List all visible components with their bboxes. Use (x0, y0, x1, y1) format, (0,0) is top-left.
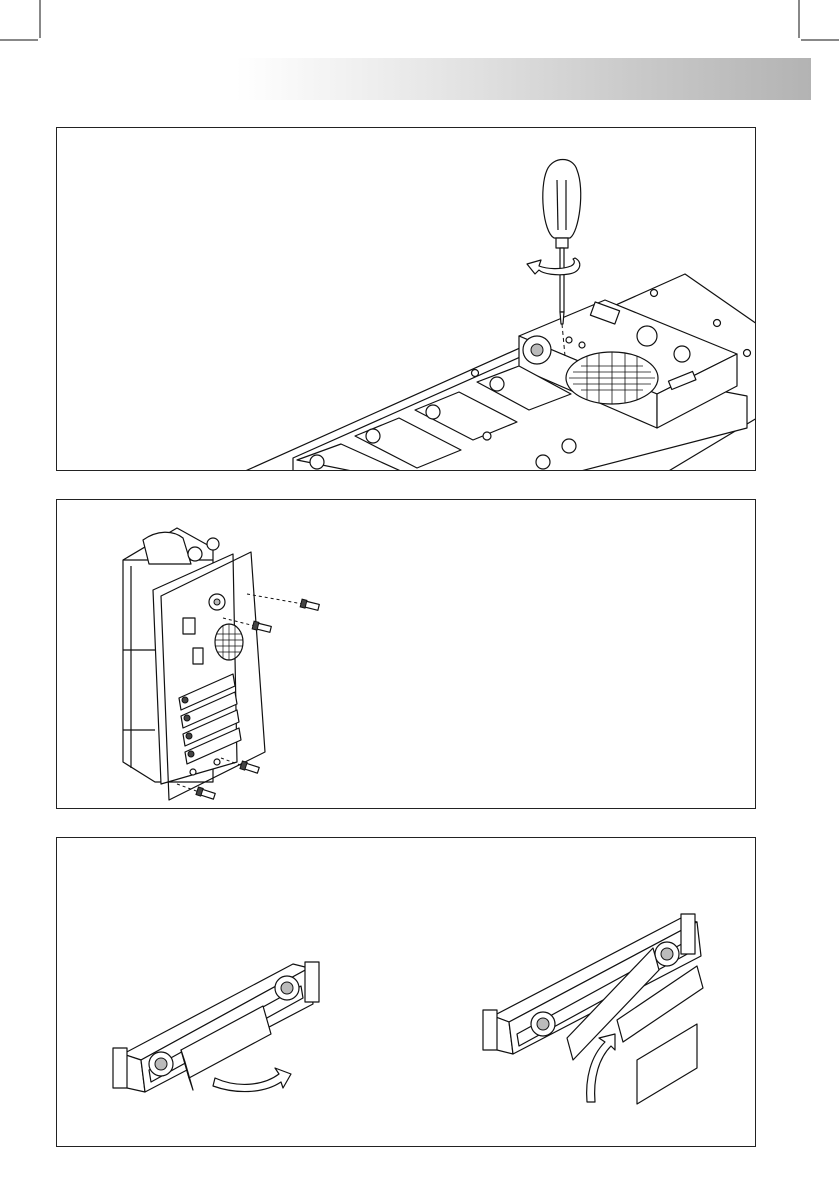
curved-arrow-icon (213, 1068, 291, 1092)
figure-3-panel (56, 837, 756, 1147)
screwdriver-shaft (560, 248, 564, 312)
screwdriver-ferrule (556, 238, 568, 248)
figure-1-illustration (57, 128, 756, 471)
figure-2-illustration (57, 500, 756, 809)
crop-mark-top-right (779, 0, 839, 60)
end-clip (113, 1048, 127, 1088)
screw-icon (247, 594, 320, 611)
header-gradient-bar (236, 58, 811, 100)
rotate-arrow-icon (527, 258, 580, 275)
figure-2-panel (56, 499, 756, 809)
end-clip (483, 1010, 497, 1050)
connector-block (183, 618, 195, 634)
connector-block (193, 648, 203, 664)
crop-mark-top-left (0, 0, 60, 60)
figure-1-panel (56, 127, 756, 471)
figure-3-illustration (57, 838, 756, 1147)
end-clip (681, 914, 695, 954)
camera-lens-inner (531, 344, 543, 356)
screwdriver-handle (543, 160, 581, 239)
cover-piece (637, 1024, 697, 1104)
curved-arrow-icon (587, 1034, 615, 1102)
end-clip (305, 962, 319, 1002)
